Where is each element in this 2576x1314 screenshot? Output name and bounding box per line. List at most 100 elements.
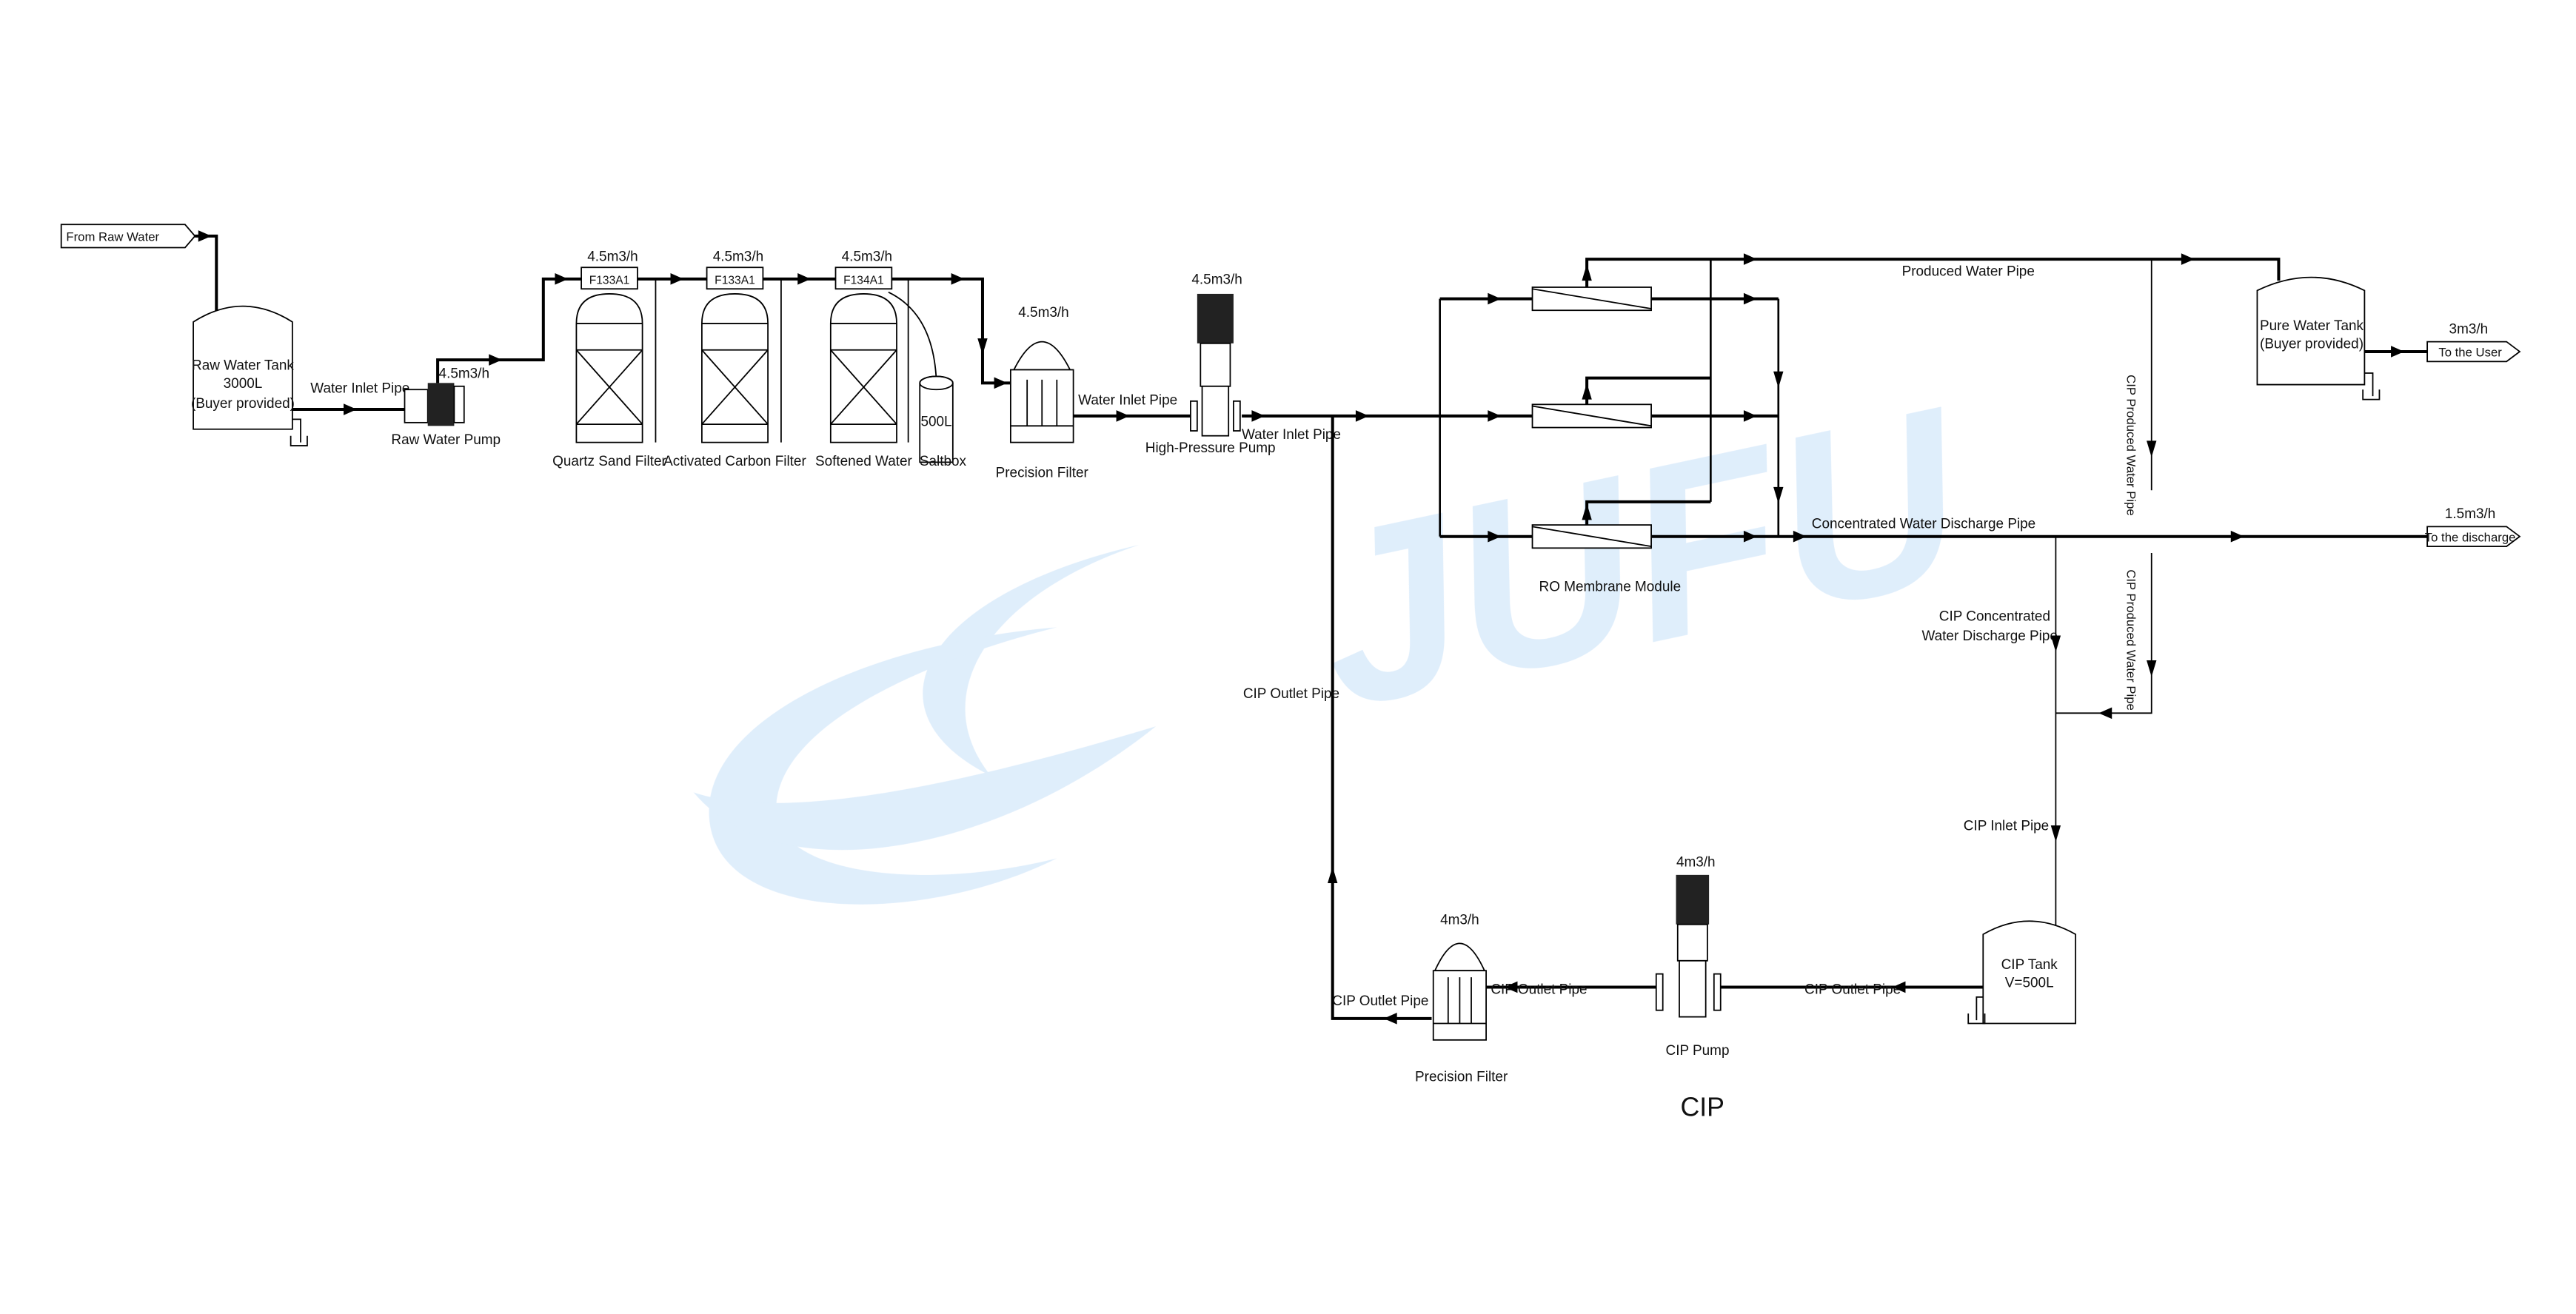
ro-membrane-module xyxy=(1531,403,1652,429)
pure-tank-label: Pure Water Tank xyxy=(2260,318,2364,334)
to-discharge-label: To the discharge xyxy=(2425,530,2516,544)
cip-inlet-pipe-label: CIP Inlet Pipe xyxy=(1964,819,2049,834)
flow-arrow-icon xyxy=(1116,410,1130,422)
flow-arrow-icon xyxy=(1383,1013,1397,1025)
flow-arrow-icon xyxy=(2391,346,2404,358)
cip-tank-volume: V=500L xyxy=(2005,975,2054,990)
flow-arrow-icon xyxy=(198,230,212,242)
ro-module-label: RO Membrane Module xyxy=(1539,579,1682,594)
flow-arrow-icon xyxy=(977,338,988,355)
flow-arrow-icon xyxy=(2147,660,2157,677)
cip-outlet-pipe-label-3: CIP Outlet Pipe xyxy=(1332,993,1428,1009)
flow-arrow-icon xyxy=(489,354,503,366)
flow-arrow-icon xyxy=(1743,410,1757,422)
raw-pump-label: Raw Water Pump xyxy=(391,432,501,448)
flow-arrow-icon xyxy=(1251,410,1265,422)
flow-arrow-icon xyxy=(1488,410,1502,422)
flow-arrow-icon xyxy=(343,403,357,415)
cip-pump: 4m3/h CIP Pump xyxy=(1655,855,1730,1059)
to-user-tag: To the User 3m3/h xyxy=(2426,321,2521,363)
cip-title: CIP xyxy=(1680,1092,1724,1122)
flow-arrow-icon xyxy=(670,273,684,285)
flow-arrow-icon xyxy=(1355,410,1369,422)
cip-outlet-pipe-label-2: CIP Outlet Pipe xyxy=(1491,982,1587,997)
flow-arrow-icon xyxy=(1504,981,1518,993)
flow-arrow-icon xyxy=(1743,292,1757,305)
flow-arrow-icon xyxy=(1773,486,1784,504)
cip-pump-flow: 4m3/h xyxy=(1676,855,1716,871)
concentrated-pipe-label: Concentrated Water Discharge Pipe xyxy=(1812,517,2035,532)
filter-label: Activated Carbon Filter xyxy=(663,454,806,469)
precision-filter-flow: 4.5m3/h xyxy=(1018,305,1068,321)
flow-arrow-icon xyxy=(1488,292,1502,305)
flow-arrow-icon xyxy=(1773,371,1784,389)
to-discharge-flow: 1.5m3/h xyxy=(2445,506,2495,522)
saltbox-volume: 500L xyxy=(920,414,951,429)
raw-tank-label: Raw Water Tank xyxy=(192,358,294,373)
cip-concentrated-label-2: Water Discharge Pipe xyxy=(1921,628,2057,644)
from-raw-water-label: From Raw Water xyxy=(66,230,159,244)
produced-pipe-label: Produced Water Pipe xyxy=(1902,264,2035,279)
flow-arrow-icon xyxy=(951,273,965,285)
filter-flow: 4.5m3/h xyxy=(842,249,892,264)
flow-arrow-icon xyxy=(1582,383,1592,400)
flow-arrow-icon xyxy=(797,273,812,285)
to-discharge-tag: To the discharge 1.5m3/h xyxy=(2425,506,2521,547)
pure-water-tank: Pure Water Tank (Buyer provided) xyxy=(2256,276,2366,386)
cip-tank: CIP Tank V=500L xyxy=(1982,920,2077,1025)
raw-tank-volume: 3000L xyxy=(224,376,263,392)
saltbox-label: Saltbox xyxy=(920,454,967,469)
cip-precision-filter: 4m3/h Precision Filter xyxy=(1415,913,1508,1085)
cip-pump-label: CIP Pump xyxy=(1666,1043,1730,1059)
cip-concentrated-label: CIP Concentrated xyxy=(1939,609,2050,624)
to-user-flow: 3m3/h xyxy=(2449,321,2489,337)
drain-icon xyxy=(1967,996,1986,1025)
flow-arrow-icon xyxy=(1582,503,1592,520)
high-pressure-pump: 4.5m3/h High-Pressure Pump xyxy=(1145,272,1276,456)
pure-tank-note: (Buyer provided) xyxy=(2260,337,2363,352)
ro-membrane-module xyxy=(1531,524,1652,549)
raw-pump-flow: 4.5m3/h xyxy=(439,366,489,382)
flow-arrow-icon xyxy=(2050,825,2061,842)
valve-label: F133A1 xyxy=(715,275,755,287)
cip-produced-pipe-label-2: CIP Produced Water Pipe xyxy=(2124,569,2138,711)
flow-arrow-icon xyxy=(1743,530,1757,543)
flow-arrow-icon xyxy=(1328,866,1338,883)
valve-label: F134A1 xyxy=(843,275,884,287)
saltbox: 500L Saltbox xyxy=(888,291,967,469)
filter-flow: 4.5m3/h xyxy=(713,249,763,264)
flow-arrow-icon xyxy=(1793,530,1807,543)
hp-pump-label: High-Pressure Pump xyxy=(1145,440,1276,456)
raw-water-pump: Raw Water Pump 4.5m3/h xyxy=(391,366,501,448)
drain-icon xyxy=(2362,372,2381,400)
flow-arrow-icon xyxy=(1743,253,1757,265)
raw-water-tank: Raw Water Tank 3000L (Buyer provided) xyxy=(191,305,295,430)
hp-pump-flow: 4.5m3/h xyxy=(1191,272,1242,288)
ro-membrane-module xyxy=(1531,286,1652,312)
drain-icon xyxy=(290,418,308,446)
flow-arrow-icon xyxy=(1582,264,1592,281)
raw-tank-note: (Buyer provided) xyxy=(191,396,295,412)
flow-arrow-icon xyxy=(2098,707,2112,720)
cip-filter-label: Precision Filter xyxy=(1415,1070,1508,1085)
cip-produced-pipe-label: CIP Produced Water Pipe xyxy=(2124,375,2138,516)
precision-filter: 4.5m3/h Precision Filter xyxy=(996,305,1088,480)
flow-arrow-icon xyxy=(2147,440,2157,457)
filter-label: Softened Water xyxy=(815,454,912,469)
filter-flow: 4.5m3/h xyxy=(587,249,638,264)
flow-arrow-icon xyxy=(2181,253,2195,265)
flow-arrow-icon xyxy=(2050,635,2061,652)
water-inlet-pipe-label-2: Water Inlet Pipe xyxy=(1078,392,1177,408)
cip-outlet-pipe-label: CIP Outlet Pipe xyxy=(1804,982,1901,997)
cip-filter-flow: 4m3/h xyxy=(1440,913,1479,928)
water-inlet-pipe-label-3: Water Inlet Pipe xyxy=(1242,427,1341,443)
from-raw-water-tag: From Raw Water xyxy=(60,224,196,249)
flow-arrow-icon xyxy=(1892,981,1906,993)
filter-label: Quartz Sand Filter xyxy=(552,454,666,469)
flow-arrow-icon xyxy=(1488,530,1502,543)
